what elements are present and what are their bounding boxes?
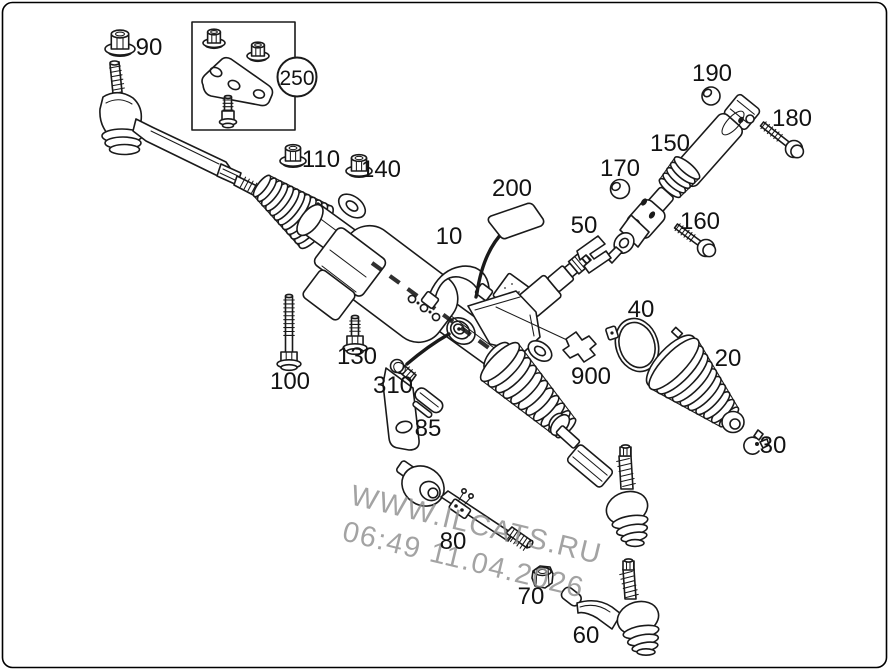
sensor-fittings [407, 294, 441, 322]
part-30-clamp [743, 429, 770, 455]
part-180-bolt [759, 121, 805, 159]
rod-clamp [448, 487, 474, 520]
callout-310: 310 [373, 372, 413, 399]
callout-250: 250 [279, 67, 314, 90]
part-50-bracket [576, 235, 612, 274]
part-110-nut [279, 143, 307, 169]
part-60-tie-rod-end [560, 558, 660, 656]
callout-180: 180 [772, 105, 812, 132]
coil-detail [446, 317, 476, 345]
part-170-grommet [609, 178, 631, 200]
part-85-clip [412, 387, 444, 419]
part-100-bolt [276, 293, 302, 372]
part-190-grommet [701, 86, 721, 106]
part-140-nut [345, 153, 373, 179]
label-sticker [487, 202, 545, 240]
nut-90 [104, 29, 136, 58]
part-rack-end-tie-rod [548, 412, 649, 548]
callout-30: 30 [760, 432, 787, 459]
callout-200: 200 [492, 175, 532, 202]
callout-20: 20 [715, 345, 742, 372]
rack-boot-right [479, 341, 577, 439]
callout-190: 190 [692, 60, 732, 87]
callout-60: 60 [573, 622, 600, 649]
callout-160: 160 [680, 208, 720, 235]
leader-310 [405, 332, 451, 366]
callout-50: 50 [571, 212, 598, 239]
part-20-boot [645, 326, 745, 434]
callout-40: 40 [628, 296, 655, 323]
callout-85: 85 [415, 415, 442, 442]
part-10-steering-gear [296, 193, 592, 451]
part-130-bolt [342, 314, 368, 356]
inset-box-250 [191, 21, 318, 131]
callout-900: 900 [571, 363, 611, 390]
callout-90: 90 [136, 34, 163, 61]
callout-80: 80 [440, 528, 467, 555]
callout-110: 110 [302, 146, 340, 173]
part-150-steering-shaft [605, 93, 761, 264]
callout-170: 170 [600, 155, 640, 182]
callout-100: 100 [270, 368, 310, 395]
part-160-bolt [673, 223, 717, 258]
callouts: 90 250 110 140 200 10 190 150 180 170 50… [136, 34, 812, 649]
part-310-screw [389, 358, 417, 383]
leader-200 [474, 202, 545, 299]
part-40-clamp [605, 317, 660, 373]
part-70-nut [531, 565, 554, 589]
part-80-inner-tie-rod [395, 460, 534, 551]
callout-140: 140 [361, 156, 401, 183]
callout-130: 130 [337, 343, 377, 370]
inset-callout-circle [276, 56, 318, 98]
callout-150: 150 [650, 130, 690, 157]
part-900-bracket [495, 306, 597, 363]
callout-70: 70 [518, 583, 545, 610]
shaft-ribs [658, 156, 701, 199]
inset-bolt [218, 94, 238, 129]
callout-10: 10 [436, 223, 463, 250]
